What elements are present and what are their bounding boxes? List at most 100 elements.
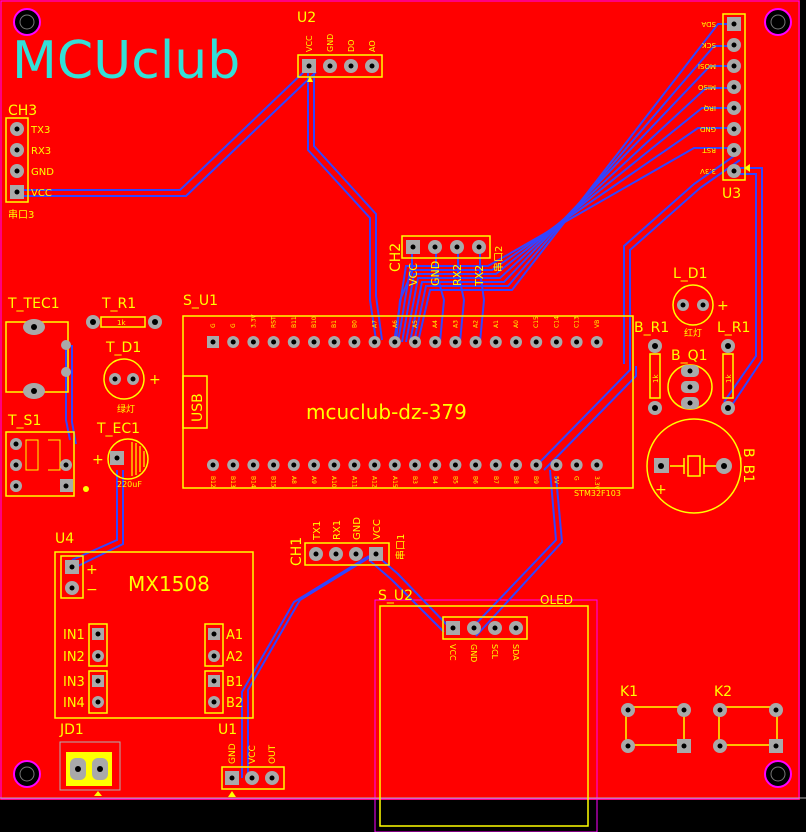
pin-label: B7 [492, 476, 499, 484]
pin-label: TX2 [473, 265, 486, 287]
pad-hole [432, 462, 438, 468]
jd1-designator: JD1 [59, 722, 84, 738]
mounting-hole [764, 760, 792, 788]
pin-label: A9 [310, 476, 317, 484]
pin-label: IN3 [63, 675, 85, 690]
key-outline [625, 706, 685, 746]
pad-hole [311, 339, 317, 345]
pad-hole [493, 339, 499, 345]
oled-label: OLED [540, 593, 573, 607]
pad-hole [372, 339, 378, 345]
pad-hole [513, 625, 519, 631]
pad-hole [731, 105, 737, 111]
board-outline [0, 0, 800, 800]
pad-hole [473, 462, 479, 468]
pin-label: A1 [226, 628, 243, 643]
trace-layer [16, 23, 763, 778]
t-ec1-designator: T_EC1 [96, 421, 140, 437]
b-r1-resistor[interactable]: B_R1 1k [634, 320, 669, 415]
u3-outline [722, 13, 746, 181]
t-d1-led[interactable]: T_D1 + 绿灯 [103, 340, 161, 415]
pin-label: VCC [372, 519, 383, 540]
plus-sign: + [86, 562, 98, 578]
pin-label: B5 [451, 476, 458, 484]
k2-key[interactable]: K2 [713, 684, 783, 753]
k1-key[interactable]: K1 [620, 684, 691, 753]
pin-label: TX3 [30, 125, 50, 136]
t-r1-resistor[interactable]: T_R1 1k [86, 296, 162, 329]
pin-label: A3 [452, 320, 459, 328]
pad-hole [392, 462, 398, 468]
pin-label: A6 [392, 320, 399, 328]
ch1-designator: CH1 [289, 537, 305, 566]
dot-marker [83, 486, 89, 492]
board-substrate [0, 0, 800, 800]
pad-hole [269, 775, 275, 781]
led-outline [672, 284, 714, 326]
resistor-body [649, 353, 661, 399]
pin-label: B3 [411, 476, 418, 484]
u2-designator: U2 [297, 10, 316, 26]
pad-hole [210, 462, 216, 468]
pad-hole [291, 339, 297, 345]
pin-label: A15 [391, 476, 398, 488]
l-r1-value: 1k [725, 374, 733, 383]
s-u1-chip-label: STM32F103 [574, 489, 621, 498]
u2-outline [297, 54, 383, 78]
t-s1-outline [5, 431, 75, 497]
pad-hole [731, 21, 737, 27]
pad-hole [574, 462, 580, 468]
pad [61, 340, 71, 350]
pad-hole [14, 189, 20, 195]
pin1-marker [307, 76, 313, 82]
pad-hole [450, 625, 456, 631]
pad-hole [594, 462, 600, 468]
pin-label: A10 [330, 476, 337, 488]
t-ec1-value: 220uF [117, 480, 142, 489]
pad-hole [14, 126, 20, 132]
pad-hole [452, 339, 458, 345]
power-header-outline [60, 555, 84, 599]
t-ec1-capacitor[interactable]: T_EC1 + 220uF [92, 421, 149, 489]
pin-label: VCC [448, 644, 457, 661]
pad-hole [331, 339, 337, 345]
pad-hole [313, 551, 319, 557]
buzzer-outline [646, 418, 742, 514]
pin-label: DO [347, 40, 356, 52]
pad-hole [392, 339, 398, 345]
l-d1-mark: 红灯 [684, 327, 702, 339]
pad-hole [471, 625, 477, 631]
pin-label: A1 [493, 320, 500, 328]
pad-hole [410, 244, 416, 250]
pin-label: B13 [229, 476, 236, 488]
b-b1-buzzer[interactable]: + B_B1 [646, 418, 756, 514]
pin-label: IN2 [63, 650, 85, 665]
pad-hole [731, 42, 737, 48]
u1-designator: U1 [218, 722, 237, 738]
pad-hole [95, 653, 101, 659]
pin-label: 3.3V [593, 476, 600, 491]
jd1-terminal[interactable]: JD1 [59, 722, 121, 796]
pin-label: A0 [513, 320, 520, 328]
t-tec1-sensor[interactable]: T_TEC1 [5, 296, 71, 399]
l-r1-resistor[interactable]: L_R1 1k [717, 320, 750, 415]
b-q1-transistor[interactable]: B_Q1 [667, 348, 713, 410]
pin-label: GND [228, 743, 238, 764]
l-d1-led[interactable]: L_D1 + 红灯 [672, 266, 729, 339]
pin-label: C15 [533, 316, 540, 328]
t-r1-designator: T_R1 [101, 296, 136, 312]
pad-hole [95, 631, 101, 637]
pad-hole [473, 339, 479, 345]
t-s1-switch[interactable]: T_S1 [5, 413, 89, 497]
plus-sign: + [655, 482, 667, 498]
